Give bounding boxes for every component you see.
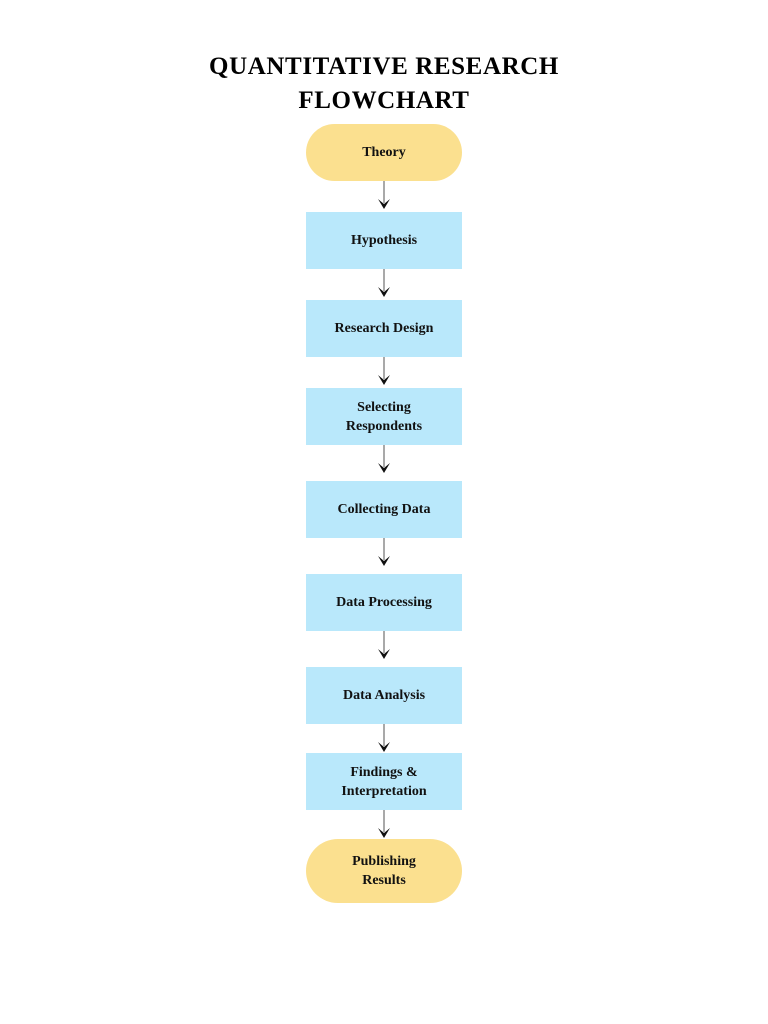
flow-connector-6 xyxy=(306,631,462,667)
flow-connector-5 xyxy=(306,538,462,574)
arrow-down-icon xyxy=(377,198,391,211)
connector-line xyxy=(383,357,385,379)
flow-node-label: Hypothesis xyxy=(350,233,418,248)
flow-connector-3 xyxy=(306,357,462,388)
flow-node-label: Selecting Respondents xyxy=(345,399,423,434)
connector-line xyxy=(383,810,385,832)
flow-node-hypothesis[interactable]: Hypothesis xyxy=(306,212,462,269)
arrow-down-icon xyxy=(377,462,391,475)
flow-connector-4 xyxy=(306,445,462,481)
connector-line xyxy=(383,538,385,560)
arrow-down-icon xyxy=(377,555,391,568)
page-title-line-1: QUANTITATIVE RESEARCH xyxy=(209,53,559,80)
flow-node-label: Research Design xyxy=(334,321,434,336)
arrow-down-icon xyxy=(377,286,391,299)
flow-connector-8 xyxy=(306,810,462,839)
flow-node-label: Collecting Data xyxy=(337,502,431,517)
page-title-line-2: FLOWCHART xyxy=(298,87,470,114)
connector-line xyxy=(383,269,385,291)
flow-connector-1 xyxy=(306,181,462,212)
flow-node-findings-interpretation[interactable]: Findings & Interpretation xyxy=(306,753,462,810)
flow-node-selecting-respondents[interactable]: Selecting Respondents xyxy=(306,388,462,445)
arrow-down-icon xyxy=(377,374,391,387)
arrow-down-icon xyxy=(377,648,391,661)
connector-line xyxy=(383,181,385,203)
flow-connector-2 xyxy=(306,269,462,300)
flow-node-label: Data Analysis xyxy=(342,688,426,703)
flow-node-label: Findings & Interpretation xyxy=(341,764,427,799)
page-title: QUANTITATIVE RESEARCH FLOWCHART xyxy=(0,50,768,118)
arrow-down-icon xyxy=(377,827,391,840)
flow-node-theory[interactable]: Theory xyxy=(306,124,462,181)
flow-node-collecting-data[interactable]: Collecting Data xyxy=(306,481,462,538)
flow-node-label: Theory xyxy=(362,145,406,160)
flow-node-publishing-results[interactable]: Publishing Results xyxy=(306,839,462,903)
connector-line xyxy=(383,724,385,746)
connector-line xyxy=(383,445,385,467)
flow-node-research-design[interactable]: Research Design xyxy=(306,300,462,357)
flow-node-label: Data Processing xyxy=(336,595,432,610)
flow-node-data-processing[interactable]: Data Processing xyxy=(306,574,462,631)
connector-line xyxy=(383,631,385,653)
flow-connector-7 xyxy=(306,724,462,753)
flow-node-data-analysis[interactable]: Data Analysis xyxy=(306,667,462,724)
arrow-down-icon xyxy=(377,741,391,754)
flowchart-diagram: Theory Hypothesis Research Design xyxy=(306,124,462,903)
flow-node-label: Publishing Results xyxy=(352,854,416,888)
